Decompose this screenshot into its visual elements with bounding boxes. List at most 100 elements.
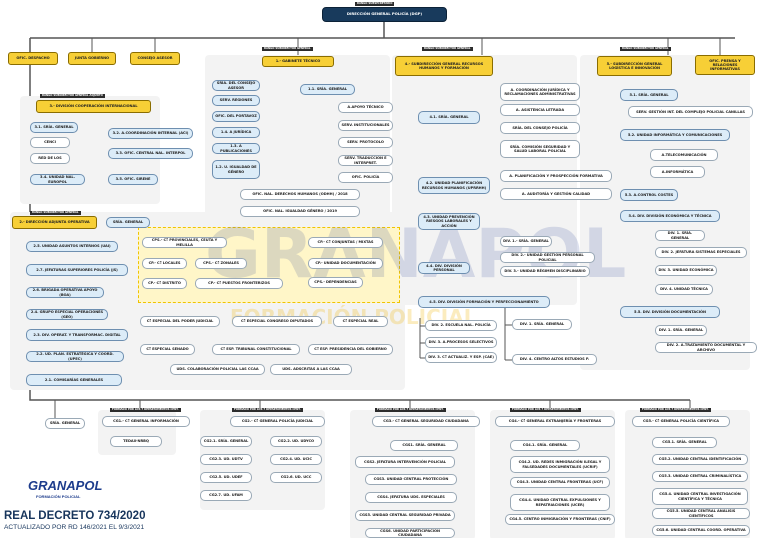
comisaria-unit: CPS.- DEPENDENCIAS [308,277,363,288]
dao-unit: 2.2. UD. PLAN. ESTRATÉGICA Y COORD. (UPE… [26,351,124,362]
comisaria-unit: CP.- Cª PUESTOS FRONTERIZOS [195,278,283,289]
decree-subtitle: ACTUALIZADO POR RD 146/2021 EL 9/3/2021 [4,524,145,531]
cg2-unit: CG2.1. SRÍA. GENERAL [200,436,252,447]
cg5-unit: CG5.3. UNIDAD CENTRAL CRIMINALÍSTICA [652,471,748,482]
dao-unit: 2.4. GRUPO ESPECIAL OPERACIONES (GEO) [26,309,108,320]
uic-unit: A.INFORMÁTICA [650,166,705,178]
documentacion-unit: DIV. 2. A.TRATAMIENTO DOCUMENTAL Y ARCHI… [655,342,757,353]
cg1-title: CG1.- Cª GENERAL INFORMACIÓN [102,416,190,427]
gabinete-title: 1.- GABINETE TÉCNICO [262,56,334,67]
cg4-unit: CG4.5. CENTRO INMIGRACIÓN Y FRONTERAS (C… [505,514,615,525]
cooperacion-unit: 3.1. SRÍA. GENERAL [30,122,78,133]
gabinete-unit: 1.2. U. IGUALDAD DE GÉNERO [212,160,260,179]
rrhh-unit: SRÍA. COMISIÓN SEGURIDAD Y SALUD LABORAL… [500,140,580,158]
cg3-unit: CGS2. JEFATURA INTERVENCIÓN POLICIAL [355,456,455,468]
granapol-logo-sub: FORMACIÓN POLICIAL [36,494,81,499]
cg2-unit: CG2.7. UD. UFAM [200,490,252,501]
gabinete-service: SERV. PROTOCOLO [338,137,393,148]
ofic-ddhh: OFIC. NAL. DERECHOS HUMANOS (ODHH) / 201… [240,189,360,200]
gabinete-unit: SRÍA. DEL CONSEJO ASESOR [212,80,260,91]
cg4-unit: CG4.4. UNIDAD CENTRAL EXPULSIONES Y REPA… [510,494,610,511]
dao-unit: 2.1. COMISARÍAS GENERALES [26,374,122,386]
rank-tag-cg3: FORMADO POR LOS 7 DEPARTAMENTOS CENT. [375,407,446,412]
cg3-title: CG3.- Cª GENERAL SEGURIDAD CIUDADANA [372,416,480,427]
dao-unit: 2.5. UNIDAD ASUNTOS INTERNOS (UAI) [26,241,118,252]
formacion-sria: DIV. 1. SRÍA. GENERAL [512,319,572,330]
dao-sria: SRÍA. GENERAL [106,217,150,228]
cg5-unit: CG5.4. UNIDAD CENTRAL INVESTIGACIÓN CIEN… [652,488,748,505]
cg4-title: CG4.- Cª GENERAL EXTRANJERÍA Y FRONTERAS [495,416,615,427]
division-formacion: 4.5. DIV. DIVISIÓN FORMACIÓN Y PERFECCIO… [418,296,550,308]
consejo-box: CONSEJO ASESOR [130,52,180,65]
cooperacion-unit: 3.3. OFIC. CENTRAL NAL. INTERPOL [108,148,193,159]
rrhh-unit: SRÍA. DEL CONSEJO POLICÍA [500,122,580,134]
gabinete-service: OFIC. POLICÍA [338,172,393,183]
comisaria-unit: CPS.- Cª ZONALES [195,258,247,269]
logistica-uic: 5.2. UNIDAD INFORMÁTICA Y COMUNICACIONES [620,129,730,141]
comisaria-unit: CPS.- Cª PROVINCIALES, CEUTA Y MELILLA [142,237,227,248]
gabinete-unit: 1.4. A JURÍDICA [212,127,260,138]
uic-unit: A.TELECOMUNICACIÓN [650,149,718,161]
logistica-serv: SERV. GESTIÓN INT. DEL COMPLEJO POLICIAL… [628,106,753,118]
despacho-box: OFIC. DESPACHO [8,52,58,65]
decree-title: REAL DECRETO 734/2020 [4,510,146,522]
prensa-box: OFIC. PRENSA Y RELACIONES INFORMATIVAS [695,55,755,75]
gabinete-service: SERV. TRADUCCIÓN E INTERPRET. [338,155,393,166]
cg5-unit: CG5.2. UNIDAD CENTRAL IDENTIFICACIÓN [652,454,748,465]
division-personal: 4.4. DIV. DIVISIÓN PERSONAL [418,262,470,274]
cg2-unit: CG2.3. UD. UDTV [200,454,252,465]
ccaa-unit: UDS. ADSCRITAS A LAS CCAA [270,364,352,375]
rank-tag-cg2: FORMADO POR LOS 7 DEPARTAMENTOS CENT. [232,407,303,412]
cg5-unit: CG5.6. UNIDAD CENTRAL COORD. OPERATIVA [652,525,750,536]
cg2-title: CG2.- Cª GENERAL POLICÍA JUDICIAL [230,416,325,427]
logistica-sria: 5.1. SRÍA. GENERAL [620,89,678,101]
cg2-unit: CG2.5. UD. UDEF [200,472,252,483]
rank-tag-cooperacion: RANGO SUBDIRECTOR GENERAL ADJUNTO [40,93,105,98]
cg2-unit: CG2.6. UD. UCC [270,472,322,483]
gabinete-sria: 1.1. SRÍA. GENERAL [300,84,355,95]
rank-tag-rrhh: RANGO SUBDIRECTOR GENERAL [422,46,473,51]
cg4-unit: CG4.2. UD. REDES INMIGRACIÓN ILEGAL Y FA… [510,456,610,473]
rank-tag-logistica: RANGO SUBDIRECTOR GENERAL [620,46,671,51]
rrhh-title: 4.- SUBDIRECCIÓN GENERAL RECURSOS HUMANO… [395,56,493,76]
personal-unit: DIV. 3.- UNIDAD RÉGIMEN DISCIPLINARIO [500,266,590,277]
documentacion-unit: DIV. 1. SRÍA. GENERAL [655,325,707,336]
comisaria-unit: CP.- Cª DISTRITO [142,278,187,289]
ccaa-unit: UDS. COLABORACIÓN POLICIAL LAS CCAA [170,364,265,375]
cg4-unit: CG4.3. UNIDAD CENTRAL FRONTERAS (UCF) [510,477,610,488]
cg2-unit: CG2.2. UD. UDYCO [270,436,322,447]
division-economica: 5.4. DIV. DIVISIÓN ECONÓMICA Y TÉCNICA [620,210,720,222]
comisaria-especial: Cª ESPECIAL CONGRESO DIPUTADOS [232,316,322,327]
economica-unit: DIV. 4. UNIDAD TÉCNICA [655,284,713,295]
rrhh-unit: A. COORDINACIÓN JURÍDICA Y RECLAMACIONES… [500,83,580,101]
cg5-unit: CG5.1. SRÍA. GENERAL [652,437,717,448]
comisaria-unit: CP.- Cª LOCALES [142,258,187,269]
gabinete-unit: SERV. REGIONES [212,95,260,106]
economica-unit: DIV. 1. SRÍA. GENERAL [655,230,705,241]
ofic-igualdad: OFIC. NAL. IGUALDAD GÉNERO / 2019 [240,206,360,217]
cg2-unit: CG2.4. UD. UCIC [270,454,322,465]
rank-tag-cg1: FORMADO POR LOS 7 DEPARTAMENTOS CENT. [110,407,181,412]
rrhh-unit: A. ASISTENCIA LETRADA [500,104,580,116]
comisaria-especial: Cª ESPECIAL DEL PODER JUDICIAL [140,316,220,327]
cg3-unit: CGS6. UNIDAD PARTICIPACIÓN CIUDADANA [365,528,455,538]
cg5-unit: CG5.5. UNIDAD CENTRAL ANÁLISIS CIENTÍFIC… [652,508,750,519]
comisaria-especial: Cª ESP. TRIBUNAL CONSTITUCIONAL [212,344,300,355]
cg4-unit: CG4.1. SRÍA. GENERAL [510,440,580,451]
rrhh-plan-unit: A. AUDITORÍA Y GESTIÓN CALIDAD [500,188,612,200]
cg1-unit: TEDAX-NRBQ [110,436,162,447]
granapol-logo: GRANAPOL [28,478,103,493]
cooperacion-unit: 3.2. A.COORDINACIÓN INTERNAL (ACI) [108,128,193,139]
rank-tag-dao: RANGO SUBDIRECTOR GENERAL [30,210,81,215]
cooperacion-unit: CENCI [30,137,70,148]
cooperacion-unit: 3.4. UNIDAD NAL. EUROPOL [30,174,85,185]
cg5-title: CG5.- Cª GENERAL POLICÍA CIENTÍFICA [632,416,730,427]
division-documentacion: 5.5. DIV. DIVISIÓN DOCUMENTACIÓN [620,306,720,318]
rrhh-plan-unit: A. PLANIFICACIÓN Y PROSPECCIÓN FORMATIVA [500,170,612,182]
cg3-unit: CGS5. UNIDAD CENTRAL SEGURIDAD PRIVADA [355,510,455,521]
formacion-unit: DIV. 3. A.PROCESOS SELECTIVOS [425,337,497,348]
formacion-unit: DIV. 3. Cª ACTUALIZ. Y ESP. (CAE) [425,352,497,363]
dgp-box: DIRECCIÓN GENERAL POLICÍA (DGP) [322,7,447,22]
economica-unit: DIV. 3. UNIDAD ECONÓMICA [655,265,717,276]
